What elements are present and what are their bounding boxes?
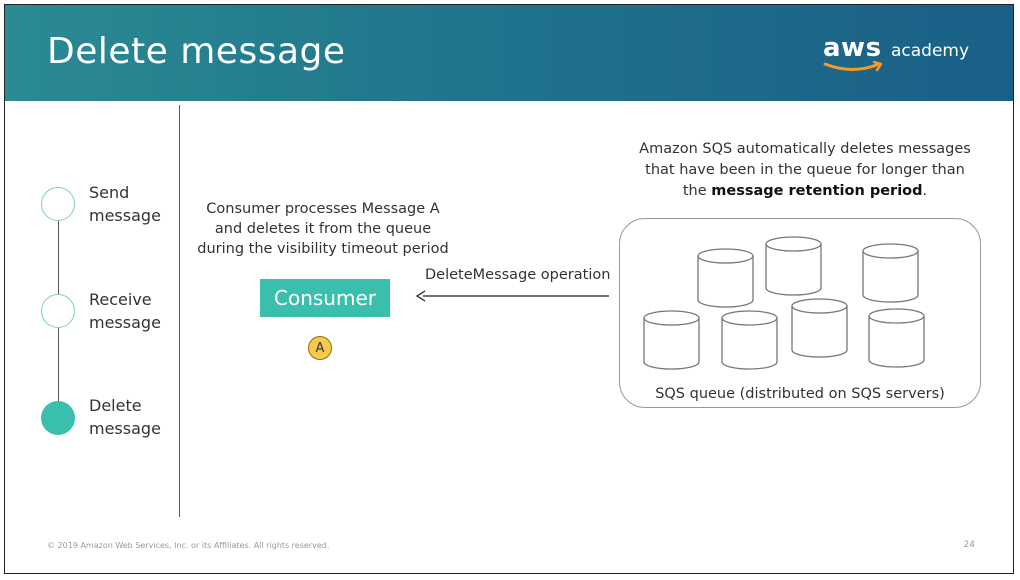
slide-header: Delete message aws academy	[5, 5, 1013, 101]
delete-arrow-icon	[415, 290, 609, 302]
auto-desc-line3: the message retention period.	[625, 181, 985, 202]
step-delete-circle	[41, 401, 75, 435]
step-send-circle	[41, 187, 75, 221]
step-send-line2: message	[89, 206, 161, 225]
logo-brand: aws	[823, 33, 882, 63]
step-delete-line2: message	[89, 419, 161, 438]
consumer-desc-line2: and deletes it from the queue	[214, 221, 432, 237]
sqs-servers-group	[643, 236, 925, 370]
step-send-line1: Send	[89, 183, 130, 202]
auto-desc-line2: that have been in the queue for longer t…	[645, 162, 965, 178]
step-receive-line1: Receive	[89, 290, 152, 309]
server-cylinder-icon	[721, 310, 778, 370]
aws-smile-icon	[823, 61, 883, 72]
sqs-queue-container: SQS queue (distributed on SQS servers)	[619, 218, 981, 408]
server-cylinder-icon	[791, 298, 848, 358]
server-cylinder-icon	[697, 248, 754, 308]
slide: Delete message aws academy Send message …	[4, 4, 1014, 574]
slide-title: Delete message	[47, 31, 346, 72]
auto-desc-line1: Amazon SQS automatically deletes message…	[639, 141, 971, 157]
copyright-text: © 2019 Amazon Web Services, Inc. or its …	[47, 541, 330, 550]
server-cylinder-icon	[868, 308, 925, 368]
sqs-queue-label: SQS queue (distributed on SQS servers)	[655, 386, 945, 402]
step-receive-label: Receive message	[89, 288, 179, 334]
step-send-label: Send message	[89, 181, 179, 227]
consumer-box: Consumer	[260, 279, 390, 317]
aws-academy-logo: aws academy	[823, 33, 973, 77]
consumer-description: Consumer processes Message A and deletes…	[193, 199, 453, 259]
retention-period-text: message retention period	[711, 183, 923, 199]
step-delete-line1: Delete	[89, 396, 142, 415]
server-cylinder-icon	[862, 243, 919, 303]
page-number: 24	[963, 540, 975, 550]
delete-operation-label: DeleteMessage operation	[425, 267, 611, 283]
consumer-desc-line1: Consumer processes Message A	[206, 201, 440, 217]
vertical-divider	[179, 105, 180, 517]
consumer-desc-line3: during the visibility timeout period	[197, 241, 449, 257]
message-a-badge: A	[308, 336, 332, 360]
step-receive-circle	[41, 294, 75, 328]
auto-desc-suffix: .	[922, 183, 928, 199]
auto-desc-prefix: the	[682, 183, 712, 199]
server-cylinder-icon	[765, 236, 822, 296]
step-delete-label: Delete message	[89, 394, 179, 440]
server-cylinder-icon	[643, 310, 700, 370]
logo-sub: academy	[891, 41, 970, 61]
auto-delete-description: Amazon SQS automatically deletes message…	[625, 139, 985, 202]
step-receive-line2: message	[89, 313, 161, 332]
